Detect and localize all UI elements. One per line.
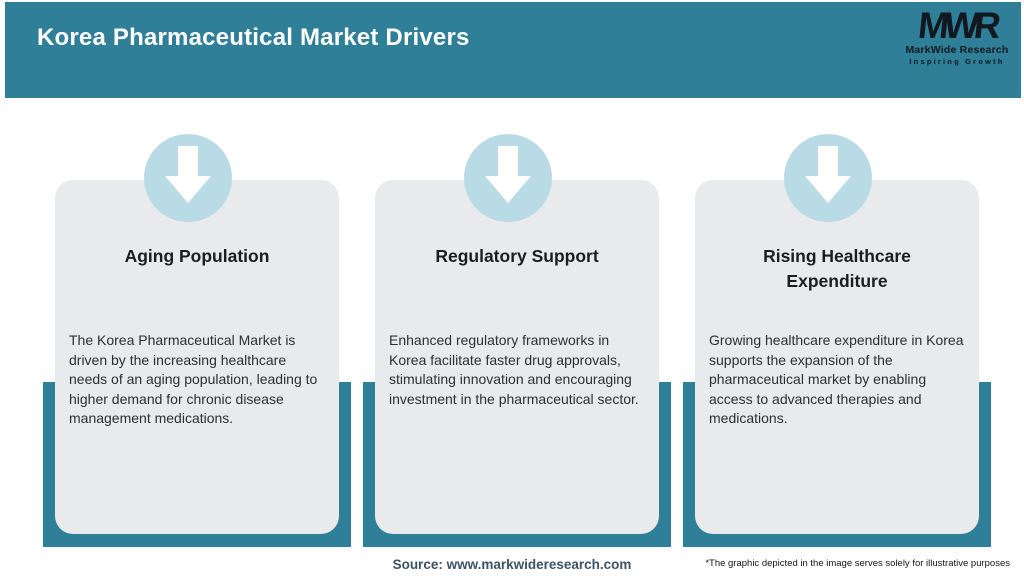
logo-tagline: Inspiring Growth	[909, 57, 1005, 66]
page-title: Korea Pharmaceutical Market Drivers	[37, 24, 470, 51]
header-band: Korea Pharmaceutical Market Drivers MWR …	[5, 2, 1021, 98]
driver-card: Rising Healthcare Expenditure Growing he…	[695, 180, 979, 534]
logo-monogram: MWR	[916, 5, 998, 46]
card-title: Regulatory Support	[435, 246, 599, 266]
card-description: Growing healthcare expenditure in Korea …	[709, 332, 964, 426]
icon-badge	[464, 134, 552, 222]
source-attribution: Source: www.markwideresearch.com	[392, 557, 632, 572]
logo-name: MarkWide Research	[905, 44, 1009, 56]
card-title: Rising Healthcare Expenditure	[763, 246, 911, 291]
down-arrow-icon	[805, 146, 851, 203]
disclaimer-note: *The graphic depicted in the image serve…	[705, 558, 1010, 569]
markwide-logo: MWR MarkWide Research Inspiring Growth	[905, 5, 1009, 66]
driver-column-aging-population: Aging Population The Korea Pharmaceutica…	[43, 134, 351, 547]
down-arrow-icon	[485, 146, 531, 203]
driver-card: Regulatory Support Enhanced regulatory f…	[375, 180, 659, 534]
driver-column-regulatory-support: Regulatory Support Enhanced regulatory f…	[363, 134, 671, 547]
icon-badge	[144, 134, 232, 222]
down-arrow-icon	[165, 146, 211, 203]
card-description: The Korea Pharmaceutical Market is drive…	[69, 332, 318, 426]
driver-card: Aging Population The Korea Pharmaceutica…	[55, 180, 339, 534]
driver-column-rising-healthcare-expenditure: Rising Healthcare Expenditure Growing he…	[683, 134, 991, 547]
icon-badge	[784, 134, 872, 222]
card-title: Aging Population	[124, 246, 270, 266]
card-description: Enhanced regulatory frameworks in Korea …	[389, 332, 639, 407]
